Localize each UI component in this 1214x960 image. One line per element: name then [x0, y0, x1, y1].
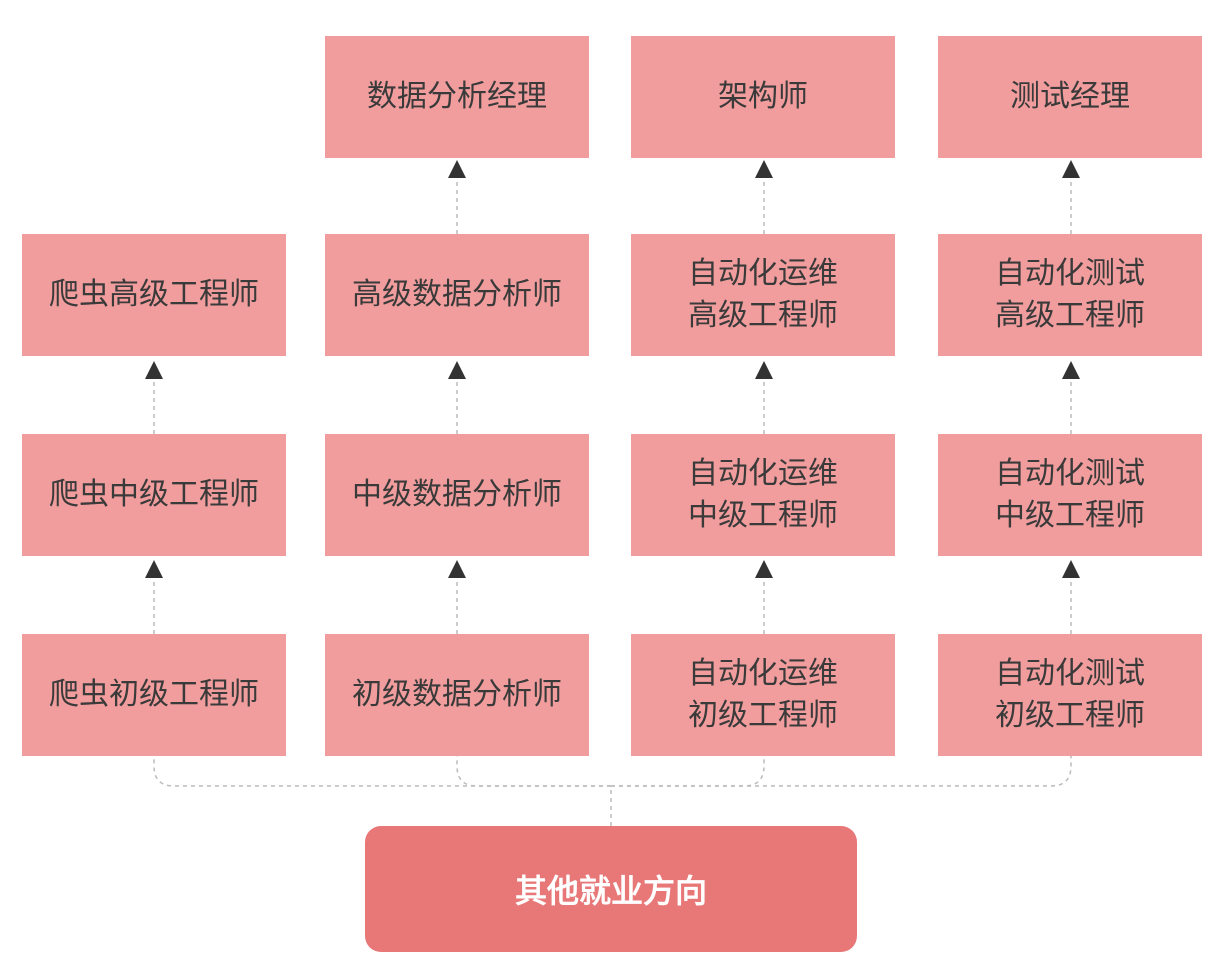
node-label-line-1: 自动化运维	[688, 256, 838, 291]
root-branches	[153, 756, 1072, 826]
node-test-manager: 测试经理	[938, 36, 1202, 158]
node-data-analyst-mid: 中级数据分析师	[325, 434, 589, 556]
branch-line-2	[611, 756, 765, 787]
node-label: 架构师	[718, 79, 808, 114]
node-crawler-junior: 爬虫初级工程师	[22, 634, 286, 756]
arrow-up-icon	[448, 560, 466, 578]
arrow-up-icon	[755, 560, 773, 578]
node-data-analyst-junior: 初级数据分析师	[325, 634, 589, 756]
node-crawler-mid: 爬虫中级工程师	[22, 434, 286, 556]
node-label: 初级数据分析师	[352, 677, 562, 712]
arrow-up-icon	[145, 560, 163, 578]
arrow-up-icon	[1062, 361, 1080, 379]
arrow-up-icon	[145, 361, 163, 379]
node-data-analysis-manager: 数据分析经理	[325, 36, 589, 158]
branch-line-3	[611, 756, 1072, 787]
column-2-links	[755, 160, 773, 634]
node-label: 爬虫高级工程师	[49, 277, 259, 312]
node-label: 爬虫初级工程师	[49, 677, 259, 712]
node-label: 测试经理	[1010, 79, 1130, 114]
node-label-line-1: 自动化运维	[688, 656, 838, 691]
node-label: 数据分析经理	[367, 79, 547, 114]
node-label: 高级数据分析师	[352, 277, 562, 312]
column-1-links	[448, 160, 466, 634]
node-label-line-2: 中级工程师	[995, 498, 1145, 533]
column-0-links	[145, 361, 163, 634]
branch-line-0	[153, 756, 611, 787]
node-label-line-1: 自动化测试	[995, 256, 1145, 291]
node-data-analyst-senior: 高级数据分析师	[325, 234, 589, 356]
node-test-senior: 自动化测试 高级工程师	[938, 234, 1202, 356]
arrow-up-icon	[755, 160, 773, 178]
node-ops-mid: 自动化运维 中级工程师	[631, 434, 895, 556]
branch-line-1	[456, 756, 611, 787]
arrow-up-icon	[1062, 560, 1080, 578]
node-label-line-2: 中级工程师	[688, 498, 838, 533]
node-test-mid: 自动化测试 中级工程师	[938, 434, 1202, 556]
node-crawler-senior: 爬虫高级工程师	[22, 234, 286, 356]
arrow-up-icon	[448, 361, 466, 379]
node-label: 中级数据分析师	[352, 477, 562, 512]
node-test-junior: 自动化测试 初级工程师	[938, 634, 1202, 756]
node-label-line-2: 高级工程师	[688, 298, 838, 333]
column-3-links	[1062, 160, 1080, 634]
node-label-line-2: 高级工程师	[995, 298, 1145, 333]
node-ops-junior: 自动化运维 初级工程师	[631, 634, 895, 756]
node-label: 爬虫中级工程师	[49, 477, 259, 512]
node-ops-senior: 自动化运维 高级工程师	[631, 234, 895, 356]
node-architect: 架构师	[631, 36, 895, 158]
arrow-up-icon	[1062, 160, 1080, 178]
node-label-line-2: 初级工程师	[995, 698, 1145, 733]
arrow-up-icon	[755, 361, 773, 379]
node-label-line-1: 自动化测试	[995, 656, 1145, 691]
node-label-line-2: 初级工程师	[688, 698, 838, 733]
root-label: 其他就业方向	[514, 872, 707, 910]
root-node: 其他就业方向	[365, 826, 857, 952]
arrow-up-icon	[448, 160, 466, 178]
node-label-line-1: 自动化运维	[688, 456, 838, 491]
node-label-line-1: 自动化测试	[995, 456, 1145, 491]
